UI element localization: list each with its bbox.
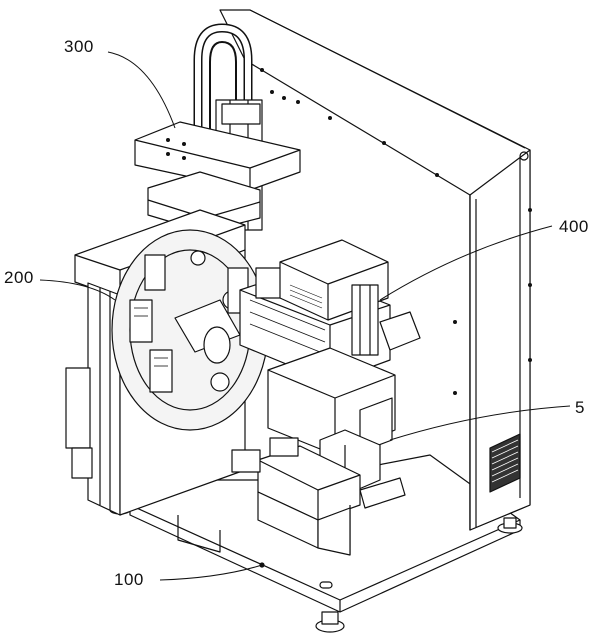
rear-cabinet — [219, 9, 532, 531]
label-100: 100 — [114, 570, 144, 589]
label-400: 400 — [559, 217, 589, 236]
label-5: 5 — [575, 398, 585, 417]
leader-lines — [39, 51, 571, 581]
upper-assembly-300 — [134, 23, 301, 291]
right-module-400 — [279, 239, 421, 356]
vent-grille — [489, 433, 521, 493]
lower-unit-5 — [231, 347, 406, 556]
rotary-turret-200 — [65, 209, 269, 516]
label-200: 200 — [4, 268, 34, 287]
label-300: 300 — [64, 37, 94, 56]
